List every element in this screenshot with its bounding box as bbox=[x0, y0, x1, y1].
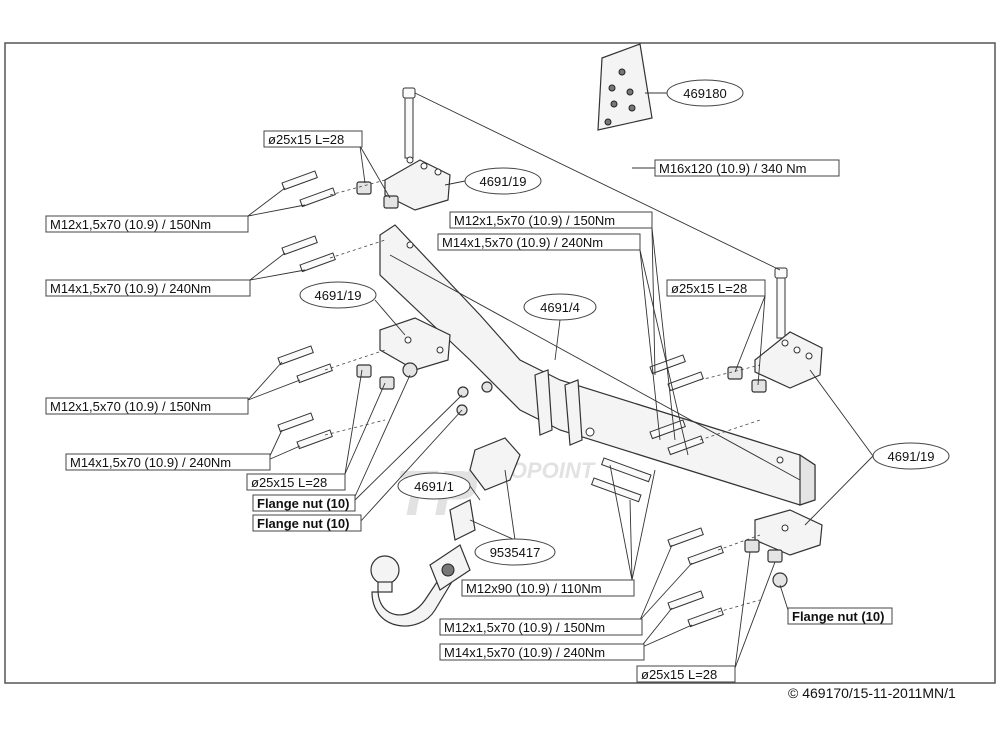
label-flange-nut-2: Flange nut (10) bbox=[252, 514, 362, 532]
bolt-group-mid-left bbox=[277, 345, 418, 450]
ball-mount-lock-part bbox=[449, 437, 521, 541]
svg-text:4691/19: 4691/19 bbox=[315, 288, 362, 303]
mount-plates-part bbox=[534, 369, 595, 446]
label-m14-bottom: M14x1,5x70 (10.9) / 240Nm bbox=[439, 643, 645, 661]
label-spacer-top-left: ø25x15 L=28 bbox=[263, 130, 363, 148]
label-bracket-right: 4691/19 bbox=[872, 442, 950, 470]
svg-text:ø25x15 L=28: ø25x15 L=28 bbox=[671, 281, 747, 296]
label-m12-top-left: M12x1,5x70 (10.9) / 150Nm bbox=[45, 215, 249, 233]
label-flange-nut-1: Flange nut (10) bbox=[252, 494, 356, 512]
label-spacer-top-right: ø25x15 L=28 bbox=[666, 279, 766, 297]
label-socket-plate: 9535417 bbox=[474, 538, 556, 566]
bracket-top-left-part bbox=[384, 156, 451, 211]
svg-text:M14x1,5x70 (10.9) / 240Nm: M14x1,5x70 (10.9) / 240Nm bbox=[444, 645, 605, 660]
bracket-mid-left-part bbox=[379, 317, 451, 371]
bolt-group-top-right bbox=[649, 354, 767, 456]
svg-text:M16x120 (10.9) / 340 Nm: M16x120 (10.9) / 340 Nm bbox=[659, 161, 806, 176]
label-m12-bottom: M12x1,5x70 (10.9) / 150Nm bbox=[439, 618, 643, 636]
label-m16-bolt: M16x120 (10.9) / 340 Nm bbox=[654, 159, 840, 177]
label-flange-nut-right: Flange nut (10) bbox=[787, 607, 893, 625]
label-m12-mid-left: M12x1,5x70 (10.9) / 150Nm bbox=[45, 397, 249, 415]
bracket-right-upper-part bbox=[754, 331, 823, 389]
label-m14-mid-left: M14x1,5x70 (10.9) / 240Nm bbox=[65, 453, 271, 471]
label-tow-ball: 4691/1 bbox=[397, 472, 471, 500]
label-kit-bag: 469180 bbox=[666, 79, 744, 107]
svg-text:Flange nut (10): Flange nut (10) bbox=[257, 496, 349, 511]
svg-text:4691/19: 4691/19 bbox=[480, 174, 527, 189]
bolt-group-bottom-right bbox=[667, 527, 788, 628]
socket-plate-part bbox=[429, 544, 471, 591]
svg-text:M14x1,5x70 (10.9) / 240Nm: M14x1,5x70 (10.9) / 240Nm bbox=[70, 455, 231, 470]
svg-text:4691/1: 4691/1 bbox=[414, 479, 454, 494]
svg-text:Flange nut (10): Flange nut (10) bbox=[257, 516, 349, 531]
svg-text:M14x1,5x70 (10.9) / 240Nm: M14x1,5x70 (10.9) / 240Nm bbox=[50, 281, 211, 296]
svg-text:M12x1,5x70 (10.9) / 150Nm: M12x1,5x70 (10.9) / 150Nm bbox=[50, 399, 211, 414]
bracket-right-lower-part bbox=[754, 509, 823, 556]
leader-lines bbox=[247, 92, 874, 669]
svg-text:M12x1,5x70 (10.9) / 150Nm: M12x1,5x70 (10.9) / 150Nm bbox=[454, 213, 615, 228]
label-spacer-bottom: ø25x15 L=28 bbox=[636, 665, 736, 683]
svg-text:M12x90 (10.9) / 110Nm: M12x90 (10.9) / 110Nm bbox=[466, 581, 602, 596]
svg-text:4691/19: 4691/19 bbox=[888, 449, 935, 464]
bolt-group-m12x90 bbox=[590, 457, 652, 503]
crossbar-part bbox=[379, 224, 816, 506]
label-spacer-mid-left: ø25x15 L=28 bbox=[246, 473, 346, 491]
diagram-frame bbox=[4, 42, 996, 684]
label-m14-top-left: M14x1,5x70 (10.9) / 240Nm bbox=[45, 279, 251, 297]
svg-text:ø25x15 L=28: ø25x15 L=28 bbox=[268, 132, 344, 147]
svg-text:469180: 469180 bbox=[683, 86, 726, 101]
label-m12-top-right: M12x1,5x70 (10.9) / 150Nm bbox=[449, 211, 653, 229]
m16-bolt-right bbox=[774, 267, 788, 339]
flange-nuts-center bbox=[456, 381, 493, 416]
svg-text:M12x1,5x70 (10.9) / 150Nm: M12x1,5x70 (10.9) / 150Nm bbox=[50, 217, 211, 232]
svg-text:ø25x15 L=28: ø25x15 L=28 bbox=[641, 667, 717, 682]
m16-bolt-left bbox=[402, 87, 416, 159]
svg-text:M14x1,5x70 (10.9) / 240Nm: M14x1,5x70 (10.9) / 240Nm bbox=[442, 235, 603, 250]
label-m12x90: M12x90 (10.9) / 110Nm bbox=[461, 579, 635, 597]
label-m14-top-right: M14x1,5x70 (10.9) / 240Nm bbox=[437, 233, 641, 251]
svg-text:M12x1,5x70 (10.9) / 150Nm: M12x1,5x70 (10.9) / 150Nm bbox=[444, 620, 605, 635]
bolt-group-top-left bbox=[281, 170, 399, 273]
copyright-footer: © 469170/15-11-2011MN/1 bbox=[788, 685, 956, 701]
svg-text:4691/4: 4691/4 bbox=[540, 300, 580, 315]
svg-text:ø25x15 L=28: ø25x15 L=28 bbox=[251, 475, 327, 490]
svg-text:9535417: 9535417 bbox=[490, 545, 541, 560]
kit-bag-part bbox=[597, 43, 653, 131]
alignment-lines bbox=[324, 179, 761, 613]
label-bracket-top-left: 4691/19 bbox=[464, 167, 542, 195]
label-bracket-mid-left: 4691/19 bbox=[299, 281, 377, 309]
svg-text:Flange nut (10): Flange nut (10) bbox=[792, 609, 884, 624]
label-crossbar: 4691/4 bbox=[523, 293, 597, 321]
